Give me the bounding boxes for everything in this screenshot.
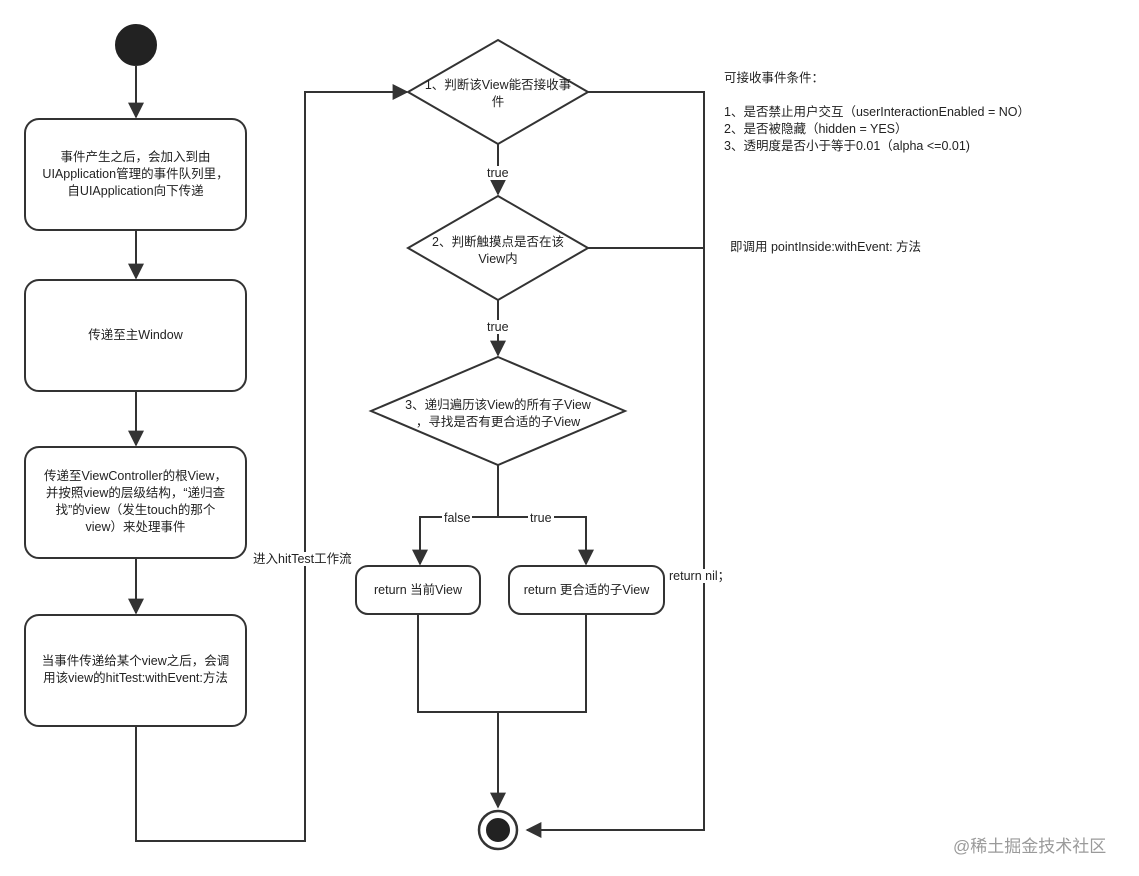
note-condition-1: 1、是否禁止用户交互（userInteractionEnabled = NO） xyxy=(724,105,1031,119)
note-condition-3: 3、透明度是否小于等于0.01（alpha <=0.01) xyxy=(724,139,970,153)
box-event-queue-text: 事件产生之后，会加入到由 UIApplication管理的事件队列里， 自UIA… xyxy=(42,150,229,198)
diamond-point-inside-text: 2、判断触摸点是否在该 View内 xyxy=(432,235,564,266)
edge-label-true-3: true xyxy=(528,511,554,525)
edge-label-true-2: true xyxy=(485,320,511,334)
note-point-inside: 即调用 pointInside:withEvent: 方法 xyxy=(730,240,922,254)
start-node xyxy=(115,24,157,66)
note-condition-2: 2、是否被隐藏（hidden = YES） xyxy=(724,122,908,136)
edge-label-enter-hittest: 进入hitTest工作流 xyxy=(251,552,354,566)
box-hittest-text: 当事件传递给某个view之后，会调 用该view的hitTest:withEve… xyxy=(41,654,230,685)
edge-label-return-nil: return nil； xyxy=(667,569,733,583)
note-conditions: 可接收事件条件： 1、是否禁止用户交互（userInteractionEnabl… xyxy=(724,70,1030,155)
note-conditions-title: 可接收事件条件： xyxy=(724,71,825,85)
watermark: @稀土掘金技术社区 xyxy=(953,837,1107,856)
end-node-inner xyxy=(486,818,510,842)
return-current-text: return 当前View xyxy=(374,583,462,597)
edge-label-true-1: true xyxy=(485,166,511,180)
diamond-traverse-subviews-text: 3、递归遍历该View的所有子View ，寻找是否有更合适的子View xyxy=(405,398,591,429)
return-child-text: return 更合适的子View xyxy=(523,583,650,597)
diamond-can-receive-text: 1、判断该View能否接收事 件 xyxy=(424,78,572,109)
edge-label-false: false xyxy=(442,511,473,525)
box-root-view-text: 传递至ViewController的根View， 并按照view的层级结构，“递… xyxy=(44,469,227,534)
box-main-window-text: 传递至主Window xyxy=(88,328,183,342)
